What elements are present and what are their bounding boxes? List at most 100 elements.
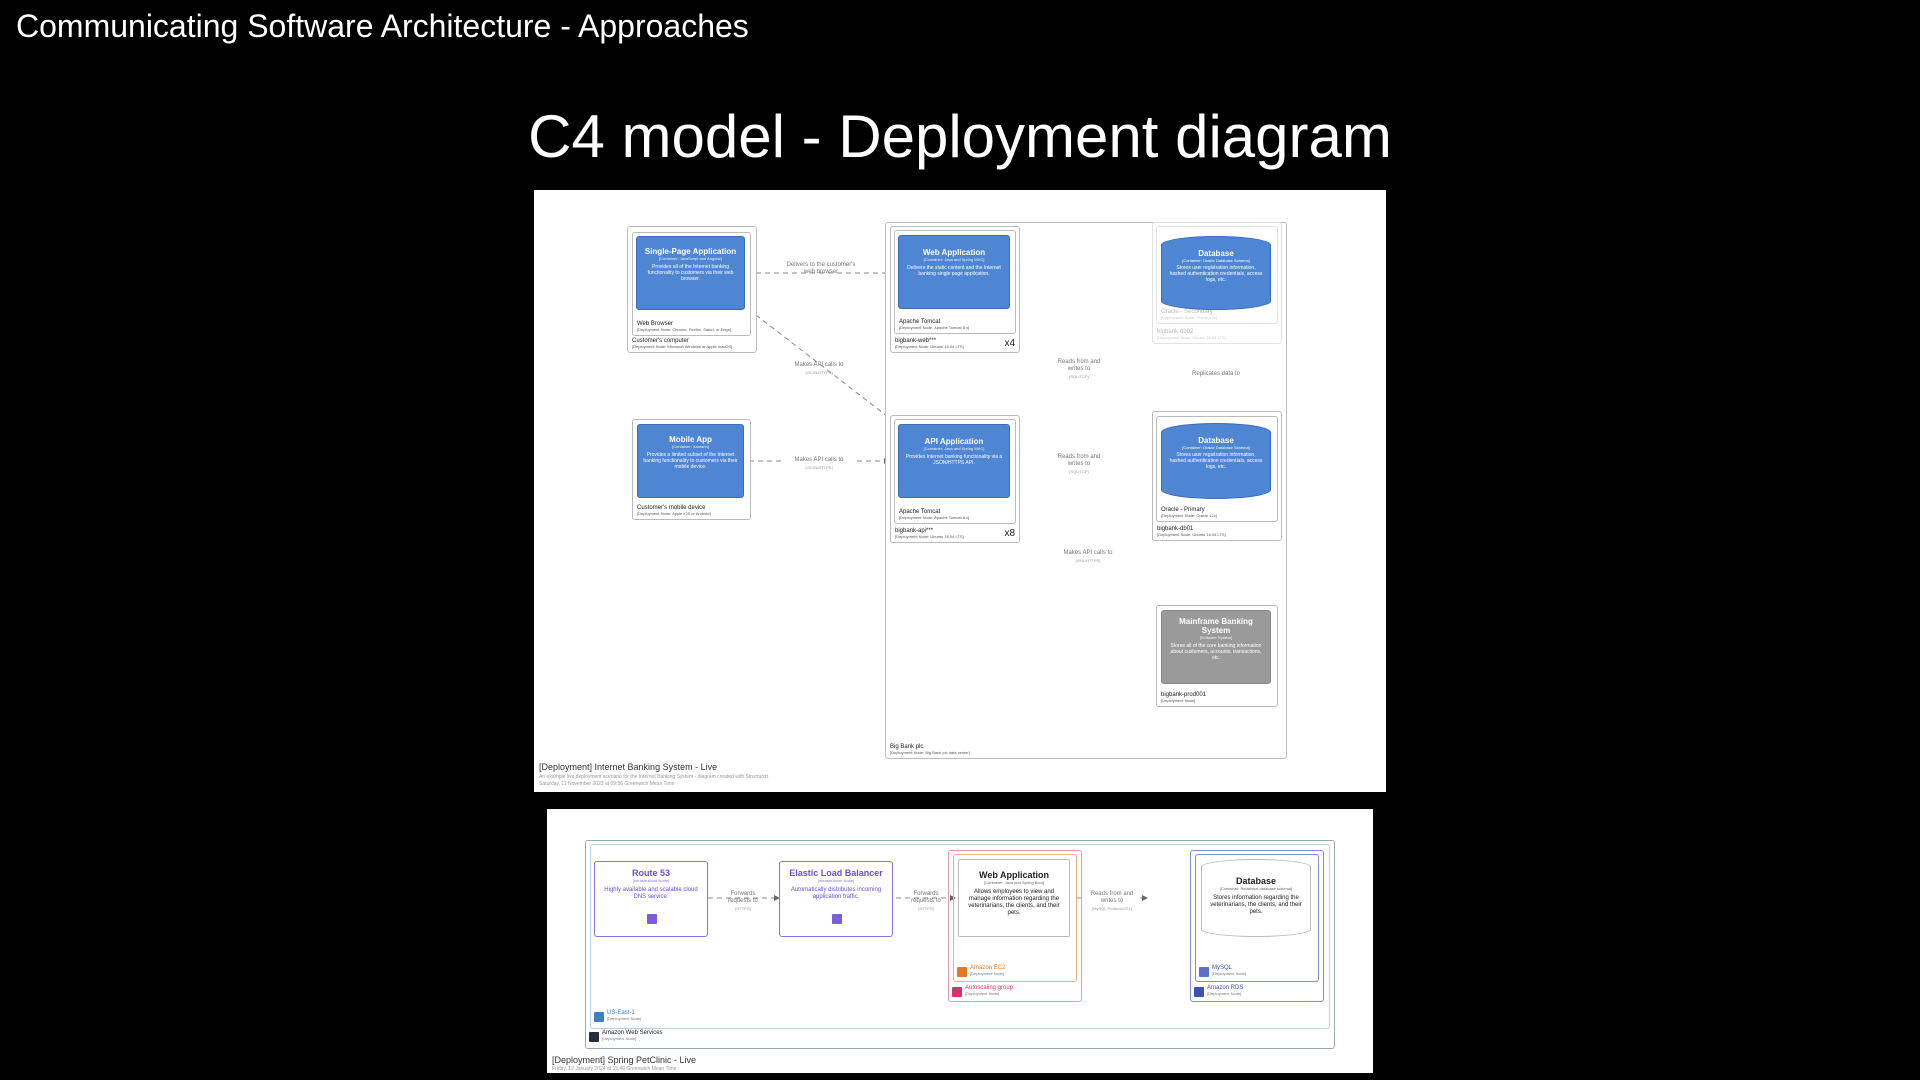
container-title: API Application [924,437,984,446]
container-desc: Stores user registration information, ha… [1169,265,1263,283]
node-label: bigbank-web*** [895,338,937,344]
slide-title: C4 model - Deployment diagram [528,103,1392,170]
container-title: Mobile App [669,435,712,444]
edge-label-api-db1: Reads from and writes to [SQL/TCP] [1054,454,1104,475]
container-desc: Delivers the static content and the Inte… [907,265,1001,277]
node-ec2 [953,854,1077,982]
aws-label-text: Amazon Web Services [602,1030,663,1036]
node-label: bigbank-db01 [1157,526,1194,532]
system-desc: Stores all of the core banking informati… [1170,643,1262,661]
node-tech: [Deployment Node: Big Bank plc data cent… [890,750,970,755]
node-label: Apache Tomcat [899,319,941,325]
container-desc: Provides a limited subset of the Interne… [643,452,738,470]
ec2-label: Amazon EC2 [Deployment Node] [970,965,1005,976]
edge-label-mobile-api: Makes API calls to [JSON/HTTPS] [784,457,854,471]
webapp-desc: Allows employees to view and manage info… [968,889,1060,916]
node-tech: [Deployment Node: Ubuntu 16.04 LTS] [895,344,964,349]
edge-label-forwards-2: Forwards requests to [HTTPS] [902,891,950,912]
edge-label-forwards-1: Forwards requests to [HTTPS] [719,891,767,912]
container-mobile-app: Mobile App [Container: Xamarin] Provides… [637,424,744,498]
container-database-primary: Database [Container: Oracle Database Sch… [1161,423,1271,499]
node-label: bigbank-db02 [1157,329,1194,335]
edge-text: Makes API calls to [794,457,844,463]
ec2-icon [957,967,967,977]
node-label: Web Browser [637,321,673,327]
container-title: Single-Page Application [644,247,737,256]
node-label: bigbank-api*** [895,528,934,534]
diagram1-footer-title: [Deployment] Internet Banking System - L… [539,762,718,772]
autoscaling-tech: [Deployment Node] [965,991,1000,996]
node-label: Customer's computer [632,338,689,344]
node-rds [1190,850,1324,1002]
node-tech: [Deployment Node: Chrome, Firefox, Safar… [637,327,732,332]
webapp-sub: [Container: Java and Spring Boot] [983,880,1045,885]
instance-count: x4 [1004,338,1015,349]
route53-title: Route 53 [631,868,670,878]
container-title: Web Application [922,248,986,257]
edge-text: Delivers to the customer's web browser [786,262,856,275]
aws-icon [589,1032,599,1042]
node-label: Apache Tomcat [899,509,941,515]
ec2-label-text: Amazon EC2 [970,965,1006,971]
container-title: Database [1198,249,1234,258]
rds-tech: [Deployment Node] [1207,991,1242,996]
rds-label: Amazon RDS [Deployment Node] [1207,985,1243,996]
aws-label: Amazon Web Services [Deployment Node] [602,1030,663,1041]
diagram1-footer-desc: An example live deployment scenario for … [539,774,770,780]
load-balancer-icon [832,914,842,924]
database-desc: Stores information regarding the veterin… [1210,895,1302,915]
edge-label-api-db2: Reads from and writes to [SQL/TCP] [1054,359,1104,380]
node-label: Oracle - Secondary [1161,309,1213,315]
node-tech: [Deployment Node: Apache Tomcat 8.x] [899,325,970,330]
region-label: US-East-1 [Deployment Node] [607,1010,641,1021]
edge-tech: [SQL/TCP] [1069,374,1089,379]
edge-tech: [MySQL Protocol/SSL] [1092,906,1132,911]
edge-text: Makes API calls to [794,362,844,368]
container-database-secondary: Database [Container: Oracle Database Sch… [1161,236,1271,310]
edge-label-delivers: Delivers to the customer's web browser [786,262,856,276]
container-web-application: Web Application [Container: Java and Spr… [898,235,1010,309]
container-sub: [Container: Xamarin] [672,444,709,449]
mysql-tech: [Deployment Node] [1212,971,1247,976]
deck-title: Communicating Software Architecture - Ap… [16,8,749,44]
edge-text: Makes API calls to [1063,550,1113,556]
node-label: Big Bank plc [890,744,924,750]
edge-text: Forwards requests to [728,891,758,904]
node-tech: [Deployment Node] [1161,698,1196,703]
database-sub: [Container: Relational database schema] [1219,886,1293,891]
autoscaling-label-text: Autoscaling group [965,985,1014,991]
mysql-label-text: MySQL [1212,965,1233,971]
node-autoscaling [948,850,1082,1002]
container-sub: [Container: Java and Spring MVC] [923,446,985,451]
node-tech: [Deployment Node: Oracle 12c] [1161,315,1217,320]
edge-text: Reads from and writes to [1090,891,1134,904]
edge-spa-api [755,314,897,424]
ec2-tech: [Deployment Node] [970,971,1005,976]
webapp-title: Web Application [978,870,1049,880]
edge-label-replicates: Replicates data to [1184,371,1248,378]
instance-count: x8 [1004,528,1015,539]
database-title: Database [1235,876,1277,886]
node-tech: [Deployment Node: Oracle 12c] [1161,513,1217,518]
region-icon [594,1012,604,1022]
region-tech: [Deployment Node] [607,1016,642,1021]
edge-label-api-mainframe: Makes API calls to [XML/HTTPS] [1056,550,1120,564]
edge-text: Replicates data to [1191,371,1241,377]
node-us-east-1 [590,844,1330,1029]
software-system-mainframe: Mainframe Banking System [Software Syste… [1161,610,1271,684]
edge-tech: [XML/HTTPS] [1075,558,1101,563]
elb-title: Elastic Load Balancer [789,868,883,878]
mysql-icon [1199,967,1209,977]
container-title: Database [1198,436,1234,445]
edge-tech: [SQL/TCP] [1069,469,1089,474]
diagram2-footer-title: [Deployment] Spring PetClinic - Live [552,1055,697,1065]
edge-text: Forwards requests to [911,891,941,904]
internet-banking-deployment-diagram: Big Bank plc [Deployment Node: Big Bank … [534,190,1386,792]
edge-tech: [JSON/HTTPS] [805,465,833,470]
node-tech: [Deployment Node: Microsoft Windows or A… [632,344,733,349]
edge-label-reads-writes: Reads from and writes to [MySQL Protocol… [1084,891,1140,912]
system-sub: [Software System] [1199,635,1233,640]
edge-text: Reads from and writes to [1057,454,1101,467]
container-sub: [Container: JavaScript and Angular] [659,256,722,261]
container-api-application: API Application [Container: Java and Spr… [898,424,1010,498]
